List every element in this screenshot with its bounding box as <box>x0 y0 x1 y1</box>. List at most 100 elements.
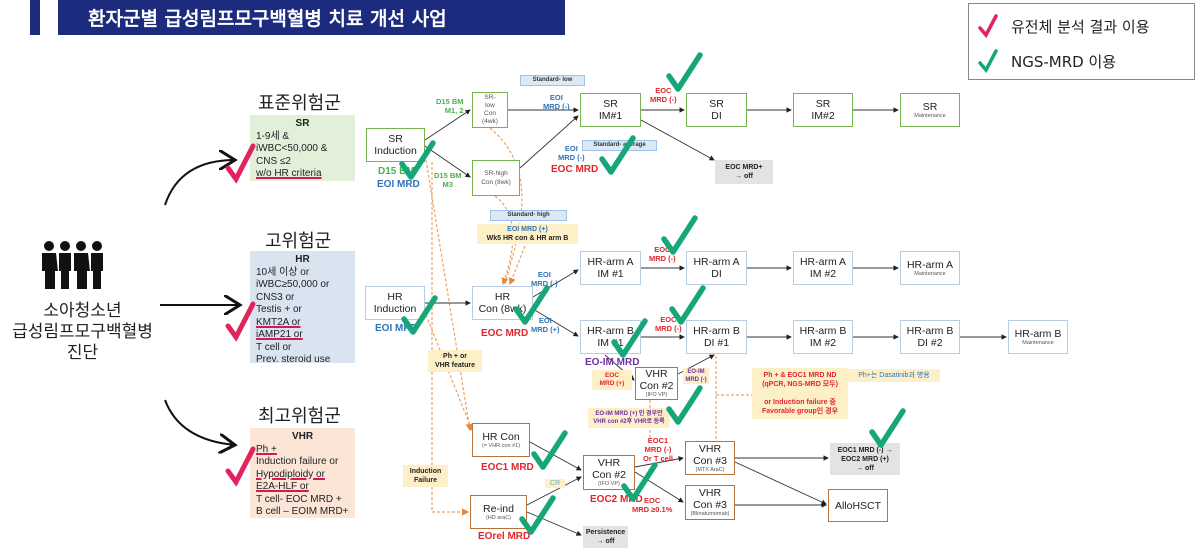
text: Con #2 <box>639 380 674 392</box>
text: low <box>485 102 495 109</box>
label-cr: CR <box>545 479 565 488</box>
text: EO-IM MRD (+) 인 경우만 <box>595 411 663 417</box>
green-check-icon <box>401 295 438 335</box>
label-eoc2-mrd: EOC2 MRD <box>590 494 643 505</box>
group-title-hr: 고위험군 <box>265 231 332 252</box>
label-hr-eoc-mrd: EOC MRD <box>481 328 529 339</box>
criteria-line: E2A-HLF or <box>256 481 309 492</box>
text: (HD araC) <box>485 514 512 521</box>
text: (IFO VP) <box>645 392 668 398</box>
text: HR-arm A <box>693 256 740 268</box>
text: EOC2 MRD (+) <box>841 455 889 463</box>
text: MRD (-) <box>531 279 558 288</box>
green-check-icon <box>978 49 998 73</box>
green-check-icon <box>666 52 703 92</box>
text: MRD (-) <box>650 95 677 104</box>
text: iAMP21 or <box>256 329 349 342</box>
criteria-line: iWBC≥50,000 or <box>256 279 330 290</box>
group-title-vhr: 최고위험군 <box>258 406 341 427</box>
text: HR-arm A <box>799 256 847 268</box>
green-check-icon <box>599 135 636 175</box>
standard-high-note: EOI MRD (+)Wk5 HR con & HR arm B <box>477 224 578 244</box>
text: SR <box>922 100 938 113</box>
text: IM #1 <box>597 268 624 280</box>
group-title-sr: 표준위험군 <box>258 93 341 114</box>
node-sr-off: EOC MRD+→ off <box>715 160 773 184</box>
criteria-line: CNS ≤2 <box>256 155 291 167</box>
page-title: 환자군별 급성림프모구백혈병 치료 개선 사업 <box>58 0 565 35</box>
text: → off <box>735 173 753 180</box>
text: HR-arm B <box>1014 327 1062 340</box>
text: MRD (-) <box>655 324 682 333</box>
green-check-icon <box>621 462 658 502</box>
text: MRD (-) <box>543 102 570 111</box>
criteria-line: T cell or <box>256 341 292 353</box>
criteria-line: 1-9세 & <box>256 130 290 142</box>
node-re-induction: Re-ind(HD araC) <box>470 495 527 529</box>
text: SR-high <box>484 170 508 177</box>
text: M3 <box>442 180 453 189</box>
text: HR-arm B <box>587 325 634 337</box>
green-check-icon <box>869 408 906 448</box>
label-hr-eoi-mrd: EOI MRD <box>375 323 418 334</box>
text: EOC <box>654 245 671 254</box>
text: SR <box>603 98 618 110</box>
text: EOC <box>660 315 677 324</box>
arrow-to-vhr <box>164 399 235 445</box>
text: EOI <box>564 144 578 153</box>
legend-label: 유전체 분석 결과 이용 <box>1011 17 1150 36</box>
criteria-line: Ph + <box>256 443 277 455</box>
text: HR-arm A <box>906 258 954 271</box>
text: Con (8wk) <box>481 179 511 186</box>
diagnosis-label: 소아청소년 급성림프모구백혈병 진단 <box>0 301 165 364</box>
text: Ph + or <box>443 353 467 360</box>
node-eoc-off: EOC1 MRD (-) →EOC2 MRD (+)→ off <box>830 443 900 475</box>
text: w/o HR criteria <box>256 168 349 181</box>
red-check-icon <box>225 446 256 487</box>
text: IM#2 <box>811 110 835 122</box>
green-check-icon <box>666 385 703 425</box>
text: HR-arm A <box>587 256 634 268</box>
text: DI #1 <box>703 337 730 349</box>
text: IM #2 <box>809 337 837 349</box>
text: Re-ind <box>483 502 514 515</box>
red-check-icon <box>225 301 256 342</box>
text: EOI <box>538 316 552 325</box>
green-check-icon <box>661 215 698 255</box>
text: (Blinatumomab) <box>690 511 730 517</box>
criteria-line: CNS3 or <box>256 291 295 303</box>
text: → off <box>596 538 615 545</box>
text: DI <box>711 110 722 122</box>
text: Maintenance <box>914 112 946 119</box>
diagnosis-line: 진단 <box>66 343 99 363</box>
text: VHR <box>645 368 668 380</box>
label-sr-eoc-mrd: EOC MRD <box>551 164 599 175</box>
text: (MTX AraC) <box>695 466 725 473</box>
text: SR <box>709 98 724 110</box>
text: SR- <box>484 94 496 101</box>
text: Maintenance <box>914 270 946 277</box>
criteria-line: Testis + or <box>256 304 302 315</box>
green-check-icon <box>519 495 556 535</box>
criteria-line: B cell – EOIM MRD+ <box>256 506 349 517</box>
criteria-line: KMT2A or <box>256 316 301 328</box>
text: Ph + <box>256 444 349 457</box>
text: Failure <box>414 477 437 484</box>
criteria-line: Hypodiploidy or <box>256 468 325 480</box>
text: (qPCR, NGS-MRD 모두) <box>762 381 838 388</box>
